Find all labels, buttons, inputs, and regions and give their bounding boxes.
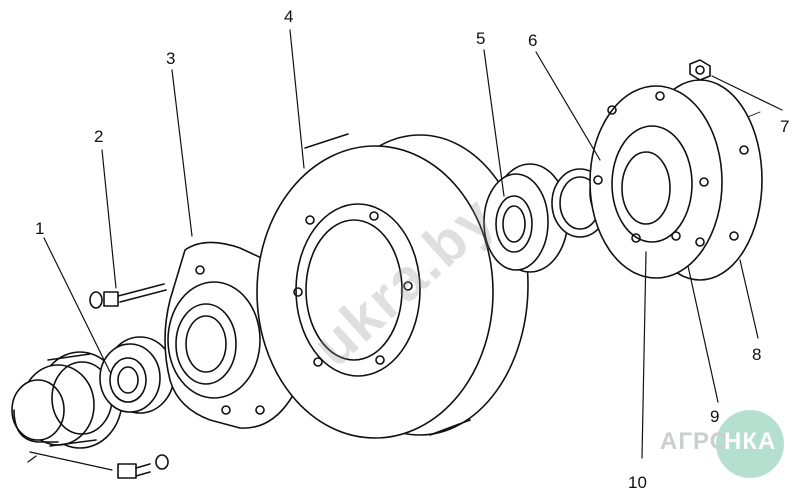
wheel-hub <box>164 241 308 429</box>
label-4: 4 <box>284 7 294 26</box>
label-10: 10 <box>628 473 647 492</box>
bottom-bolt <box>117 454 169 479</box>
leader-lines <box>43 29 783 459</box>
brake-drum <box>256 133 529 439</box>
logo-text-right: НКА <box>724 428 777 455</box>
logo-circle <box>716 410 784 478</box>
label-7: 7 <box>780 117 790 136</box>
outer-bearing <box>99 336 175 414</box>
stud-bolt <box>89 283 167 309</box>
label-3: 3 <box>166 49 176 68</box>
label-1: 1 <box>35 219 45 238</box>
hub-cap <box>11 351 123 449</box>
label-5: 5 <box>476 29 486 48</box>
label-2: 2 <box>94 127 104 146</box>
label-9: 9 <box>710 407 720 426</box>
agronka-logo: АГРО НКА <box>660 408 792 482</box>
label-8: 8 <box>752 345 762 364</box>
label-6: 6 <box>528 31 538 50</box>
logo-text-left: АГРО <box>660 428 730 455</box>
nut <box>689 59 711 81</box>
inner-bearing <box>483 163 569 273</box>
backing-plate <box>589 79 763 281</box>
